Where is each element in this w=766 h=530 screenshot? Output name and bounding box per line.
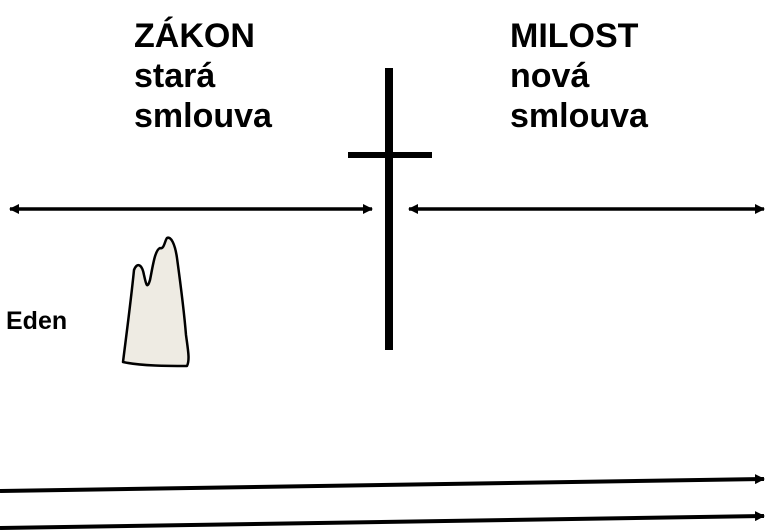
timeline-arrow-lower bbox=[0, 511, 765, 530]
covenant-label-right: smlouva bbox=[510, 97, 648, 135]
right-heading-block: MILOST nová smlouva bbox=[510, 16, 648, 136]
old-label: stará bbox=[134, 57, 216, 95]
law-title: ZÁKON bbox=[134, 17, 255, 55]
left-heading-block: ZÁKON stará smlouva bbox=[134, 16, 272, 136]
covenant-label-left: smlouva bbox=[134, 97, 272, 135]
grace-title: MILOST bbox=[510, 17, 639, 55]
cross-icon bbox=[348, 68, 432, 350]
eden-label: Eden bbox=[6, 307, 68, 335]
timeline-arrow-upper bbox=[0, 474, 765, 493]
new-label: nová bbox=[510, 57, 590, 95]
mountain-icon bbox=[121, 236, 190, 368]
